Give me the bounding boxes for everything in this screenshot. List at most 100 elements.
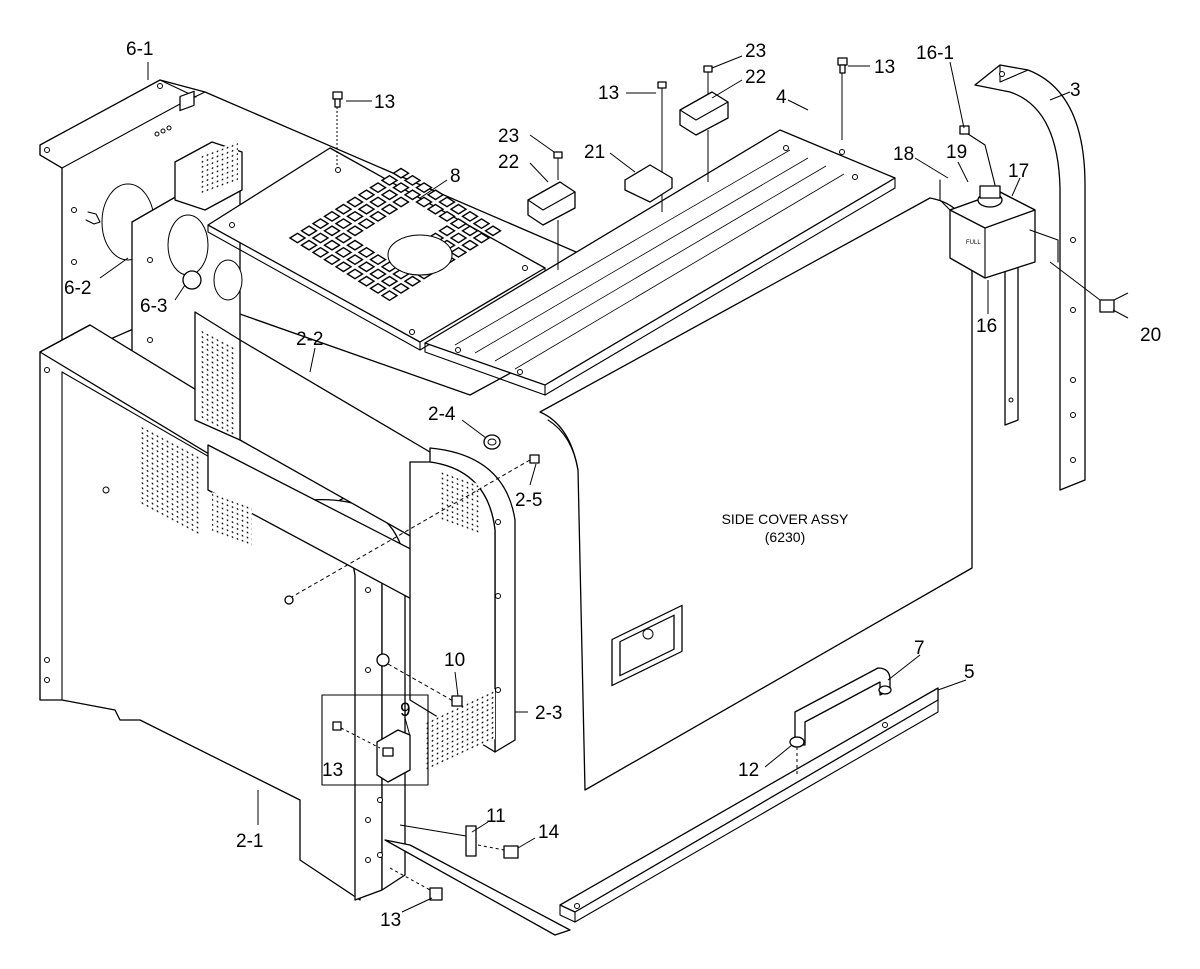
- grille-slot: [323, 254, 341, 266]
- grille-slot: [334, 218, 353, 230]
- grille-slot: [357, 246, 376, 258]
- grille-slot: [403, 275, 422, 287]
- grille-slot: [334, 203, 353, 215]
- grille-slot: [300, 239, 318, 251]
- grille-slot: [461, 239, 479, 251]
- callout-11: 11: [486, 806, 506, 827]
- grille-slot: [311, 218, 330, 230]
- top-cover-plate: [207, 147, 546, 351]
- callout-14: 14: [538, 822, 560, 843]
- grille-slot: [357, 261, 376, 273]
- callout-17: 17: [1008, 161, 1029, 182]
- grille-slot: [323, 225, 341, 237]
- grille-slot: [357, 203, 376, 215]
- callout-21: 21: [584, 142, 605, 163]
- reservoir-tank: FULL: [939, 131, 1059, 279]
- side-cover-number: (6230): [765, 529, 805, 545]
- latch-detail: [321, 694, 429, 786]
- clamp-22-right: [679, 91, 729, 182]
- callout-18: 18: [893, 144, 914, 165]
- grille-slot: [346, 268, 364, 280]
- grille-slot: [449, 246, 468, 258]
- callout-4: 4: [776, 87, 787, 108]
- grille-slot: [403, 174, 422, 186]
- grille-slot: [392, 167, 410, 179]
- bolt-23-left: [553, 151, 563, 180]
- grille-slot: [346, 196, 364, 208]
- grille-slot: [369, 196, 387, 208]
- clamp-22-left: [527, 181, 576, 270]
- handle: [794, 667, 892, 746]
- grille-slot: [438, 196, 456, 208]
- side-cover-label: SIDE COVER ASSY: [722, 511, 849, 527]
- callout-19: 19: [946, 142, 967, 163]
- bolt-13-top-left: [332, 91, 343, 165]
- grille-slot: [380, 189, 399, 201]
- cap-16-1: [959, 125, 970, 135]
- callout-2-4: 2-4: [428, 404, 456, 425]
- grille-slot: [403, 189, 422, 201]
- callout-6-2: 6-2: [64, 278, 91, 299]
- callout-13-e: 13: [380, 910, 401, 931]
- callout-13-d: 13: [322, 760, 343, 781]
- grille-slot: [300, 225, 318, 237]
- grille-slot: [357, 275, 376, 287]
- grille-slot: [472, 218, 491, 230]
- grille-slot: [380, 290, 399, 302]
- bolt-13-top-right: [837, 57, 848, 140]
- grille-slot: [449, 232, 468, 244]
- callout-8: 8: [450, 166, 461, 187]
- grille-slot: [461, 210, 479, 222]
- grille-slot: [346, 239, 364, 251]
- grille-slot: [369, 210, 387, 222]
- bolt-10: [376, 653, 463, 707]
- catch-11: [399, 824, 477, 857]
- grille-slot: [369, 254, 387, 266]
- inner-rear-frame: [131, 141, 243, 511]
- callout-6-3: 6-3: [140, 296, 167, 317]
- grille-slot: [334, 246, 353, 258]
- callout-23-b: 23: [745, 41, 766, 62]
- side-cover-assembly: SIDE COVER ASSY (6230): [539, 197, 973, 791]
- grille-slot: [346, 210, 364, 222]
- callout-16-1: 16-1: [916, 43, 954, 64]
- callout-2-1: 2-1: [236, 831, 263, 852]
- grille-slot: [369, 182, 387, 194]
- callout-3: 3: [1070, 80, 1081, 101]
- callout-22-b: 22: [745, 67, 766, 88]
- grille-slot: [369, 282, 387, 294]
- callout-10: 10: [444, 650, 465, 671]
- callout-22-a: 22: [498, 152, 519, 173]
- grille-slot: [449, 203, 468, 215]
- washer-12: [789, 736, 805, 775]
- grille-slot: [334, 261, 353, 273]
- grille-slot: [392, 282, 410, 294]
- grommet-2-4: [483, 434, 501, 450]
- top-rail-channel: [424, 129, 896, 396]
- grille-slot: [472, 232, 491, 244]
- grille-slot: [323, 239, 341, 251]
- callout-20: 20: [1140, 325, 1161, 346]
- bracket-21: [624, 164, 673, 203]
- callout-2-3: 2-3: [535, 703, 562, 724]
- grille-slot: [380, 174, 399, 186]
- grille-slot: [426, 189, 445, 201]
- callout-5: 5: [964, 662, 975, 683]
- callout-2-2: 2-2: [296, 329, 323, 350]
- grille-slot: [357, 218, 376, 230]
- grille-slot: [484, 225, 502, 237]
- grille-slot: [311, 246, 330, 258]
- grille-slot: [426, 203, 445, 215]
- callout-9: 9: [400, 700, 411, 721]
- bolt-14: [477, 844, 519, 859]
- right-bracket: [974, 64, 1086, 491]
- screw-2-5: [284, 454, 540, 605]
- callout-7: 7: [914, 638, 925, 659]
- grille-slot: [346, 254, 364, 266]
- grille-slot: [449, 218, 468, 230]
- callout-leaders: [99, 55, 1129, 913]
- callout-13-c: 13: [874, 57, 895, 78]
- callout-labels: 6-1 6-2 6-3 13 8 2-2 23 22 21 13 23 22 4…: [64, 39, 1161, 931]
- grille-slot: [323, 210, 341, 222]
